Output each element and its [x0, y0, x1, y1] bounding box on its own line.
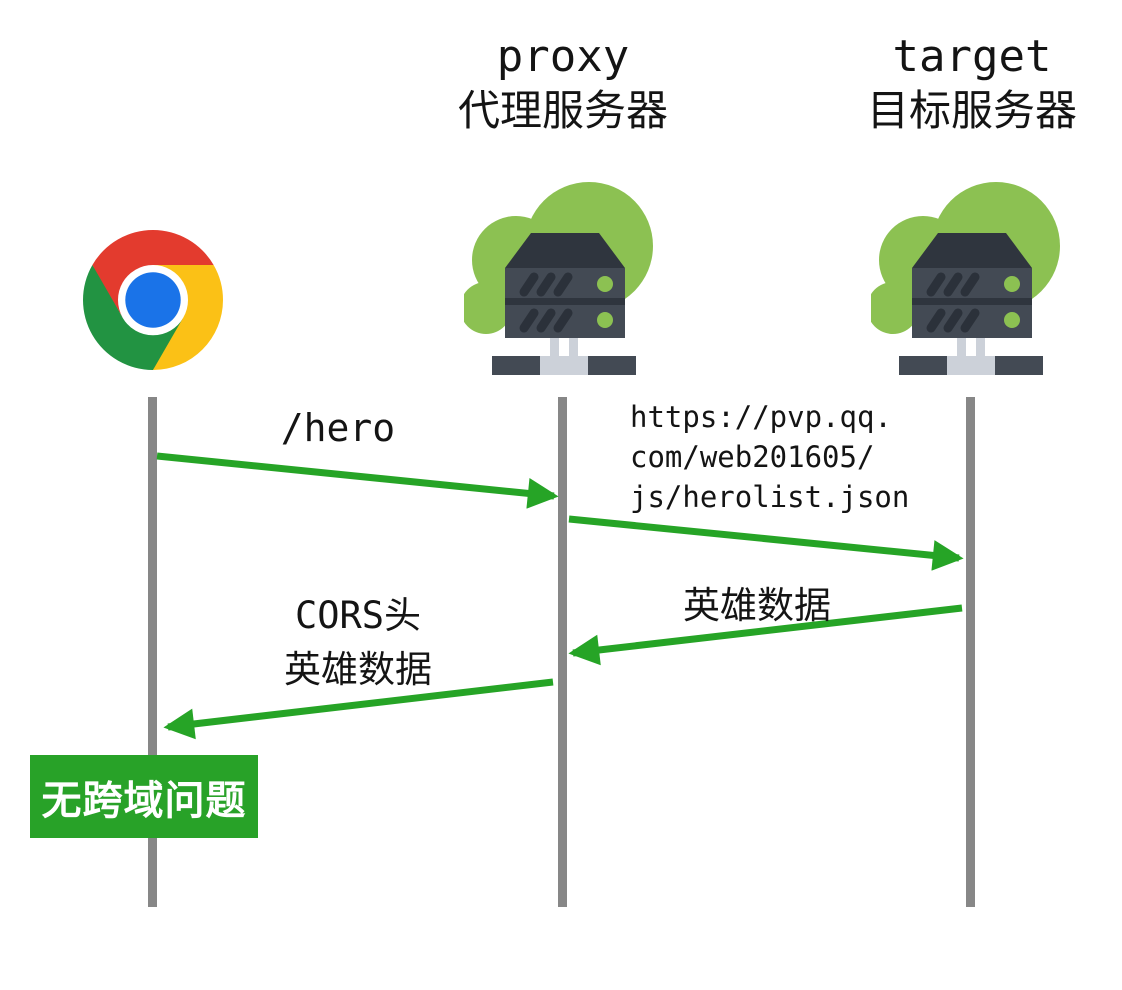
target-actor-title: target 目标服务器	[812, 32, 1122, 136]
chrome-browser-icon	[83, 229, 223, 371]
forward-url-line-2: com/web201605/	[630, 440, 875, 474]
target-title: target	[892, 31, 1052, 82]
cloud-server-svg	[460, 182, 653, 375]
no-cors-problem-badge: 无跨域问题	[30, 755, 258, 838]
proxy-subtitle: 代理服务器	[457, 87, 668, 134]
forward-url-line-1: https://pvp.qq.	[630, 400, 892, 434]
request-label: /hero	[280, 406, 396, 450]
browser-lifeline	[148, 397, 157, 907]
target-subtitle: 目标服务器	[866, 87, 1077, 134]
response-label: 英雄数据	[683, 585, 831, 626]
cors-header-line: CORS头	[294, 594, 422, 637]
proxy-actor-title: proxy 代理服务器	[403, 32, 723, 136]
proxy-server-icon	[460, 168, 664, 378]
arrow-proxy-to-target	[568, 515, 964, 571]
proxy-lifeline	[558, 397, 567, 907]
arrow-browser-to-proxy	[156, 452, 559, 509]
cloud-server-svg	[867, 182, 1060, 375]
forward-url-line-3: js/herolist.json	[630, 480, 910, 514]
target-server-icon	[867, 168, 1071, 378]
forward-url-label: https://pvp.qq. com/web201605/ js/heroli…	[630, 397, 960, 517]
chrome-logo-svg	[83, 229, 223, 371]
proxy-title: proxy	[496, 31, 630, 82]
hero-data-line: 英雄数据	[284, 649, 432, 690]
target-lifeline	[966, 397, 975, 907]
final-response-label: CORS头 英雄数据	[248, 589, 468, 697]
